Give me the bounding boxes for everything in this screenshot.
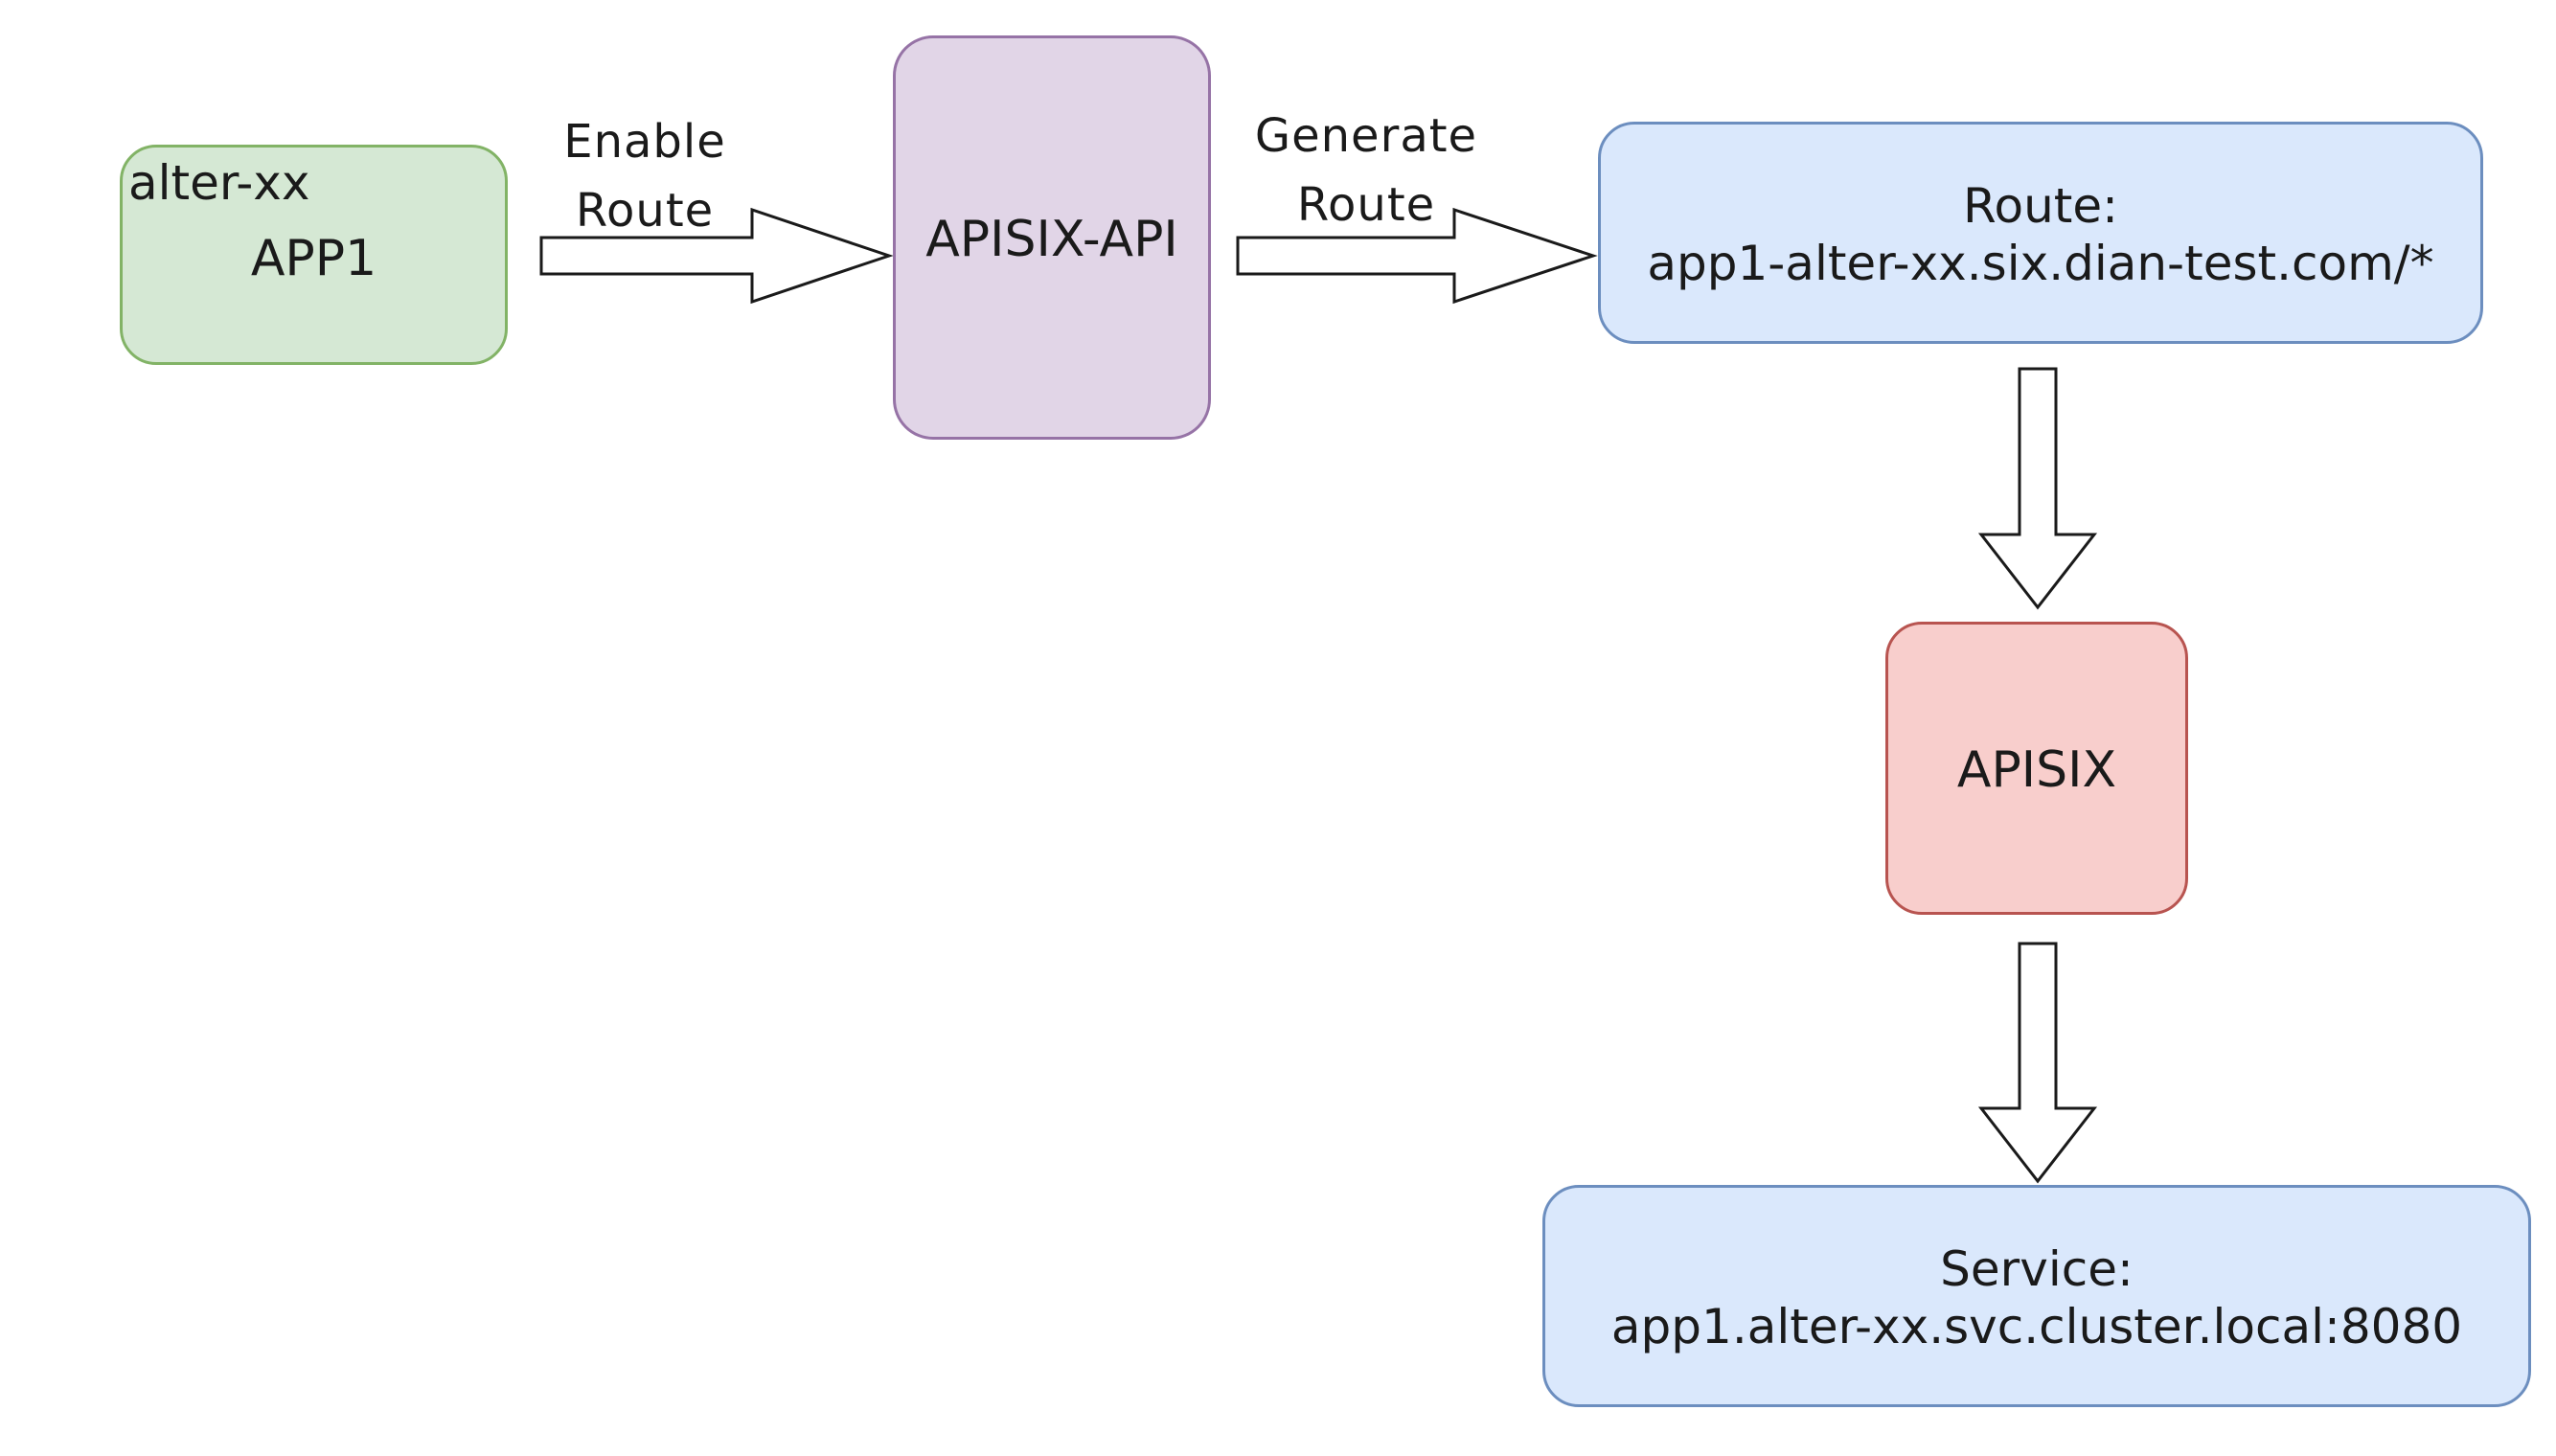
apisix-api-label: APISIX-API <box>925 211 1178 268</box>
generate-route-label-line1: Generate <box>1254 109 1478 163</box>
service-title-label: Service: <box>1940 1241 2134 1297</box>
route-value-label: app1-alter-xx.six.dian-test.com/* <box>1647 236 2434 291</box>
generate-route-label-line2: Route <box>1296 178 1436 232</box>
apisix-api-node: APISIX-API <box>893 35 1211 440</box>
app1-node: alter-xx APP1 <box>120 145 508 365</box>
route-node: Route: app1-alter-xx.six.dian-test.com/* <box>1598 122 2483 344</box>
service-value-label: app1.alter-xx.svc.cluster.local:8080 <box>1610 1299 2463 1354</box>
apisix-node: APISIX <box>1885 622 2188 915</box>
route-to-apisix-arrow <box>1977 367 2098 610</box>
enable-route-label-line2: Route <box>575 184 715 238</box>
apisix-to-service-arrow <box>1977 942 2098 1184</box>
app1-namespace-label: alter-xx <box>128 155 310 211</box>
route-title-label: Route: <box>1963 178 2118 234</box>
app1-name-label: APP1 <box>250 230 377 287</box>
enable-route-label-line1: Enable <box>563 115 726 169</box>
generate-route-arrow <box>1236 207 1598 305</box>
service-node: Service: app1.alter-xx.svc.cluster.local… <box>1542 1185 2531 1407</box>
enable-route-arrow <box>539 207 894 305</box>
apisix-label: APISIX <box>1956 741 2117 799</box>
generate-route-label: Generate Route <box>1245 102 1487 239</box>
enable-route-label: Enable Route <box>563 107 726 245</box>
